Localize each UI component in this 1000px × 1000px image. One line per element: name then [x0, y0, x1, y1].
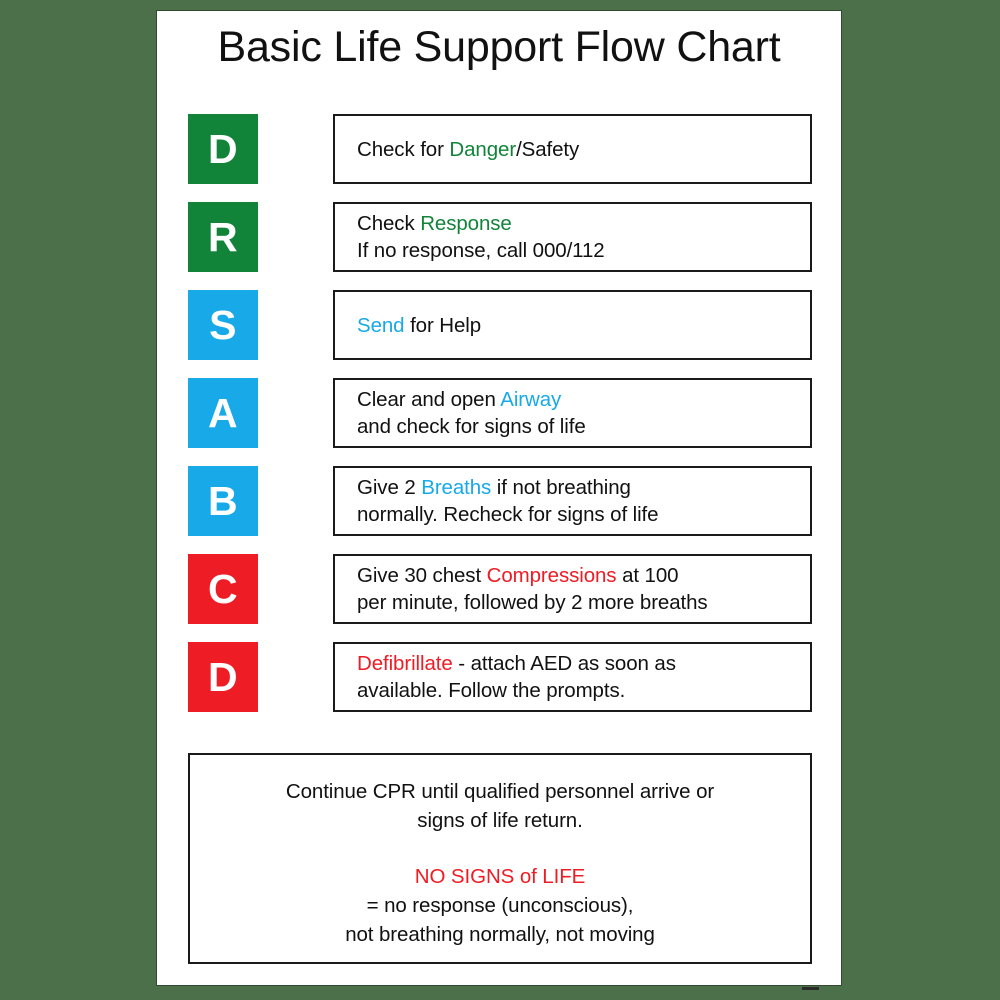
keyword-highlight: Defibrillate: [357, 652, 453, 675]
step-badge-7: D: [188, 642, 258, 712]
summary-line: signs of life return.: [417, 809, 583, 832]
keyword-highlight: Breaths: [421, 476, 492, 499]
summary-line: = no response (unconscious),: [366, 894, 634, 917]
step-text-box-3: Send for Help: [333, 290, 812, 360]
text-segment: and check for signs of life: [357, 415, 586, 438]
keyword-highlight: Send: [357, 313, 405, 337]
step-badge-6: C: [188, 554, 258, 624]
summary-panel: Continue CPR until qualified personnel a…: [188, 753, 812, 964]
step-badge-3: S: [188, 290, 258, 360]
text-segment: If no response, call 000/112: [357, 239, 605, 262]
summary-line: not breathing normally, not moving: [345, 923, 655, 946]
step-text-line: available. Follow the prompts.: [357, 677, 810, 704]
print-registration-mark: [802, 987, 819, 990]
step-badge-4: A: [188, 378, 258, 448]
summary-top-text: Continue CPR until qualified personnel a…: [286, 777, 714, 835]
text-segment: Check: [357, 212, 421, 235]
keyword-highlight: Airway: [500, 388, 562, 411]
text-segment: - attach AED as soon as: [452, 652, 676, 675]
text-segment: if not breathing: [491, 476, 631, 499]
step-text-line: If no response, call 000/112: [357, 237, 810, 264]
text-segment: Give 2: [357, 476, 422, 499]
summary-bottom-text: = no response (unconscious), not breathin…: [345, 891, 655, 949]
text-segment: for Help: [404, 313, 482, 337]
text-segment: available. Follow the prompts.: [357, 679, 626, 702]
summary-alert-heading: NO SIGNS of LIFE: [414, 865, 586, 888]
keyword-highlight: Compressions: [486, 564, 617, 587]
step-text-line: Send for Help: [357, 312, 810, 339]
page-title: Basic Life Support Flow Chart: [217, 23, 781, 71]
step-text-line: Clear and open Airway: [357, 386, 810, 413]
step-text-line: normally. Recheck for signs of life: [357, 501, 810, 528]
step-text-line: Check for Danger/Safety: [357, 136, 810, 163]
text-segment: normally. Recheck for signs of life: [357, 503, 659, 526]
text-segment: Check for: [357, 137, 450, 161]
keyword-highlight: Response: [420, 212, 512, 235]
poster-card: Basic Life Support Flow Chart D Check for…: [157, 11, 841, 990]
step-badge-5: B: [188, 466, 258, 536]
step-text-line: Give 2 Breaths if not breathing: [357, 474, 810, 501]
summary-line: Continue CPR until qualified personnel a…: [285, 780, 715, 803]
step-badge-1: D: [188, 114, 258, 184]
keyword-highlight: Danger: [449, 137, 517, 161]
step-text-line: and check for signs of life: [357, 413, 810, 440]
step-badge-2: R: [188, 202, 258, 272]
step-text-line: Defibrillate - attach AED as soon as: [357, 650, 810, 677]
step-text-line: per minute, followed by 2 more breaths: [357, 589, 810, 616]
text-segment: Give 30 chest: [357, 564, 487, 587]
step-row-s-3: S Send for Help: [188, 290, 812, 360]
step-text-box-1: Check for Danger/Safety: [333, 114, 812, 184]
text-segment: per minute, followed by 2 more breaths: [357, 591, 708, 614]
step-text-line: Give 30 chest Compressions at 100: [357, 562, 810, 589]
step-row-d-1: D Check for Danger/Safety: [188, 114, 812, 184]
text-segment: /Safety: [516, 137, 580, 161]
text-segment: Clear and open: [357, 388, 501, 411]
step-text-line: Check Response: [357, 210, 810, 237]
text-segment: at 100: [616, 564, 679, 587]
